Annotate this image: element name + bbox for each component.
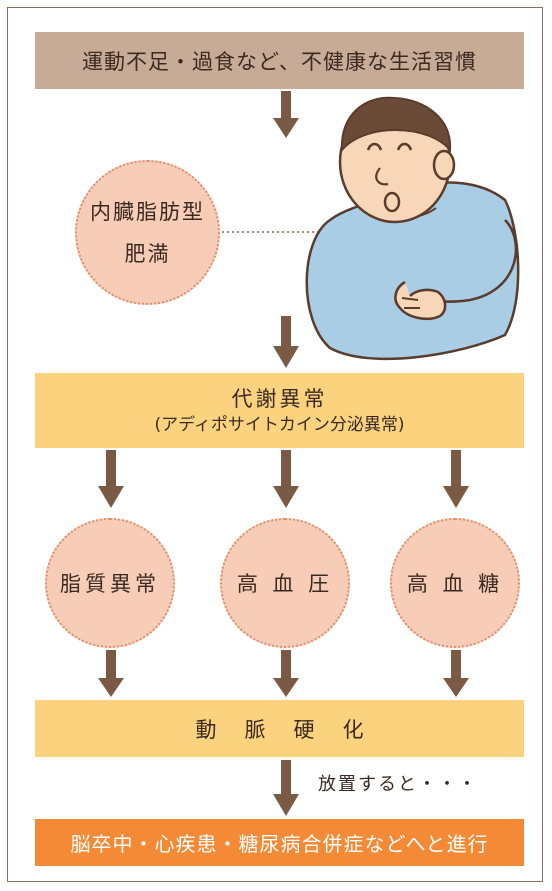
metabolic-title: 代謝異常 [231,386,328,411]
arrow-down-icon [273,450,299,508]
metabolic-subtitle: (アディポサイトカイン分泌異常) [154,414,405,435]
obesity-label-line2: 肥満 [124,241,171,266]
condition-label: 高 血 圧 [236,572,334,596]
if-left-untreated-note: 放置すると・・・ [318,774,478,795]
arrow-down-icon [98,450,124,508]
complications-text: 脳卒中・心疾患・糖尿病合併症などへと進行 [70,832,489,856]
dyslipidemia-circle: 脂質異常 [45,518,175,648]
condition-label: 高 血 糖 [406,572,504,596]
arrow-down-icon [273,650,299,697]
arrow-down-icon [443,650,469,697]
hypertension-circle: 高 血 圧 [220,518,350,648]
arrow-down-icon [98,650,124,697]
arrow-down-icon [273,316,299,368]
condition-label: 脂質異常 [60,572,160,596]
hyperglycemia-circle: 高 血 糖 [390,518,520,648]
arrow-down-icon [273,91,299,138]
atherosclerosis-text: 動脈硬化 [195,717,392,742]
obesity-label-line1: 内臓脂肪型 [90,199,205,224]
metabolic-abnormality-box: 代謝異常 (アディポサイトカイン分泌異常) [35,373,524,448]
unhealthy-lifestyle-text: 運動不足・過食など、不健康な生活習慣 [82,49,477,74]
atherosclerosis-box: 動脈硬化 [35,700,524,757]
overweight-man-illustration [305,96,520,361]
visceral-fat-obesity-circle: 内臓脂肪型 肥満 [75,160,220,305]
unhealthy-lifestyle-box: 運動不足・過食など、不健康な生活習慣 [35,32,524,89]
complications-box: 脳卒中・心疾患・糖尿病合併症などへと進行 [35,819,524,866]
arrow-down-icon [273,760,299,816]
arrow-down-icon [443,450,469,508]
